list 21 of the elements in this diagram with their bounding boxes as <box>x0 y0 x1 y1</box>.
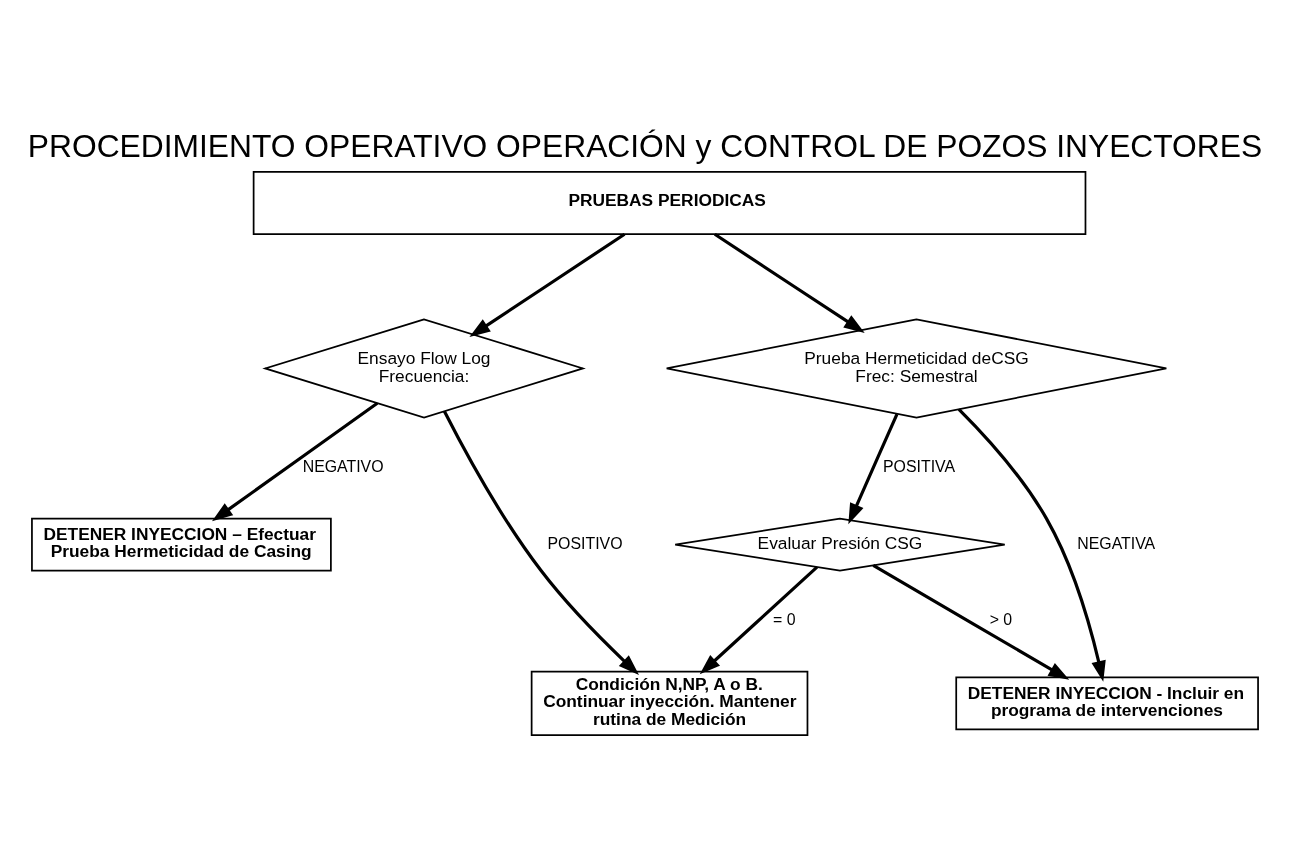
arrow <box>699 565 819 674</box>
edge-label: NEGATIVO <box>302 457 384 475</box>
node-box: Condición N,NP, A o B. Continuar inyección. Mantener rutina de Medición <box>530 670 809 736</box>
edge-label: = 0 <box>773 610 796 628</box>
node-box: DETENER INYECCION - Incluir en programa de intervenciones <box>955 676 1259 730</box>
arrow <box>848 412 899 524</box>
arrow <box>957 407 1106 682</box>
arrow <box>442 410 639 675</box>
node-box: PRUEBAS PERIODICAS <box>252 170 1087 235</box>
edge-label: POSITIVO <box>547 534 623 552</box>
edge-label: > 0 <box>989 610 1013 628</box>
node-diamond: Prueba Hermeticidad deCSG Frec: Semestral <box>665 317 1168 418</box>
arrow <box>469 232 626 337</box>
arrow <box>212 401 379 521</box>
node-diamond: Evaluar Presión CSG <box>674 517 1006 571</box>
node-box: DETENER INYECCION – Efectuar Prueba Hermeticidad de Casing <box>31 517 332 571</box>
diagram-title: PROCEDIMIENTO OPERATIVO OPERACIÓN y CONTROL DE POZOS INYECTORES <box>27 127 1263 164</box>
edge-label: POSITIVA <box>883 457 955 475</box>
arrow <box>872 563 1070 680</box>
arrow <box>713 232 865 333</box>
edge-label: NEGATIVA <box>1077 534 1155 552</box>
